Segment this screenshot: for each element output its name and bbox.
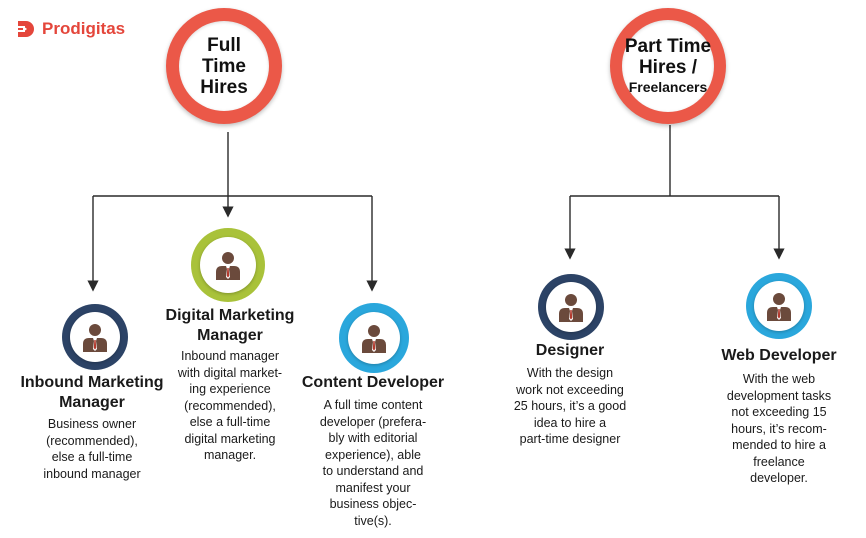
inbound-marketing-title: Inbound Marketing Manager xyxy=(20,374,164,411)
person-icon xyxy=(83,324,107,352)
full-time-hires-title: Full Time Hires xyxy=(200,34,248,98)
inbound-marketing-avatar xyxy=(62,304,128,370)
full-time-hires-node: Full Time Hires xyxy=(166,8,282,124)
brand-mark-icon xyxy=(16,21,34,37)
designer-title: Designer xyxy=(535,342,605,359)
web-developer-title: Web Developer xyxy=(721,347,837,364)
web-developer-avatar xyxy=(746,273,812,339)
digital-marketing-title: Digital Marketing Manager xyxy=(165,307,295,344)
brand-name: Prodigitas xyxy=(42,19,126,38)
designer-desc: With the design work not exceeding 25 ho… xyxy=(513,366,627,446)
person-icon xyxy=(559,294,583,322)
person-icon xyxy=(362,325,386,353)
brand-logo[interactable]: Prodigitas xyxy=(14,18,125,40)
content-developer-avatar xyxy=(339,303,409,373)
part-time-hires-node: Part Time Hires / Freelancers xyxy=(610,8,726,124)
web-developer-desc: With the web development tasks not excee… xyxy=(726,372,832,485)
designer-avatar xyxy=(538,274,604,340)
digital-marketing-desc: Inbound manager with digital market- ing… xyxy=(177,349,283,462)
part-time-title-line2: Hires / xyxy=(638,57,698,78)
content-developer-desc: A full time content developer (prefera- … xyxy=(319,398,427,528)
part-time-title-line1: Part Time xyxy=(624,36,712,57)
person-icon xyxy=(767,293,791,321)
digital-marketing-avatar xyxy=(191,228,265,302)
inbound-marketing-desc: Business owner (recommended), else a ful… xyxy=(43,417,141,481)
part-time-title-line3: Freelancers xyxy=(628,79,708,95)
person-icon xyxy=(216,252,240,280)
content-developer-title: Content Developer xyxy=(301,374,445,391)
